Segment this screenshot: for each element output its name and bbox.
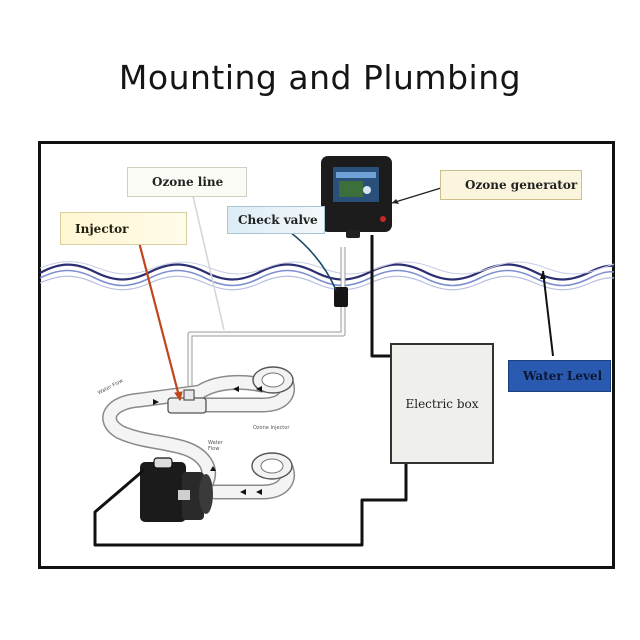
injector-label: Injector bbox=[60, 212, 187, 245]
return-fitting-bottom bbox=[251, 452, 293, 480]
ozone-generator-label: Ozone generator bbox=[440, 170, 582, 200]
check-valve-label: Check valve bbox=[227, 206, 325, 234]
return-fitting-top bbox=[252, 366, 294, 394]
ozone-injector-annotation: Ozone Injector bbox=[253, 425, 290, 431]
water-surface bbox=[39, 261, 615, 291]
electric-box: Electric box bbox=[390, 343, 494, 464]
page-title: Mounting and Plumbing bbox=[118, 58, 522, 97]
flow-arrows bbox=[153, 386, 262, 495]
check-valve-device bbox=[334, 287, 348, 307]
water-flow-annotation: Water Flow bbox=[208, 440, 223, 452]
ozone-line-label: Ozone line bbox=[127, 167, 247, 197]
pointer-lines bbox=[137, 187, 554, 402]
electrical-cables bbox=[93, 235, 408, 547]
water-level-label: Water Level bbox=[508, 360, 611, 392]
pump bbox=[140, 457, 213, 522]
injector-tee bbox=[167, 389, 207, 414]
ozone-generator-device bbox=[321, 156, 392, 238]
